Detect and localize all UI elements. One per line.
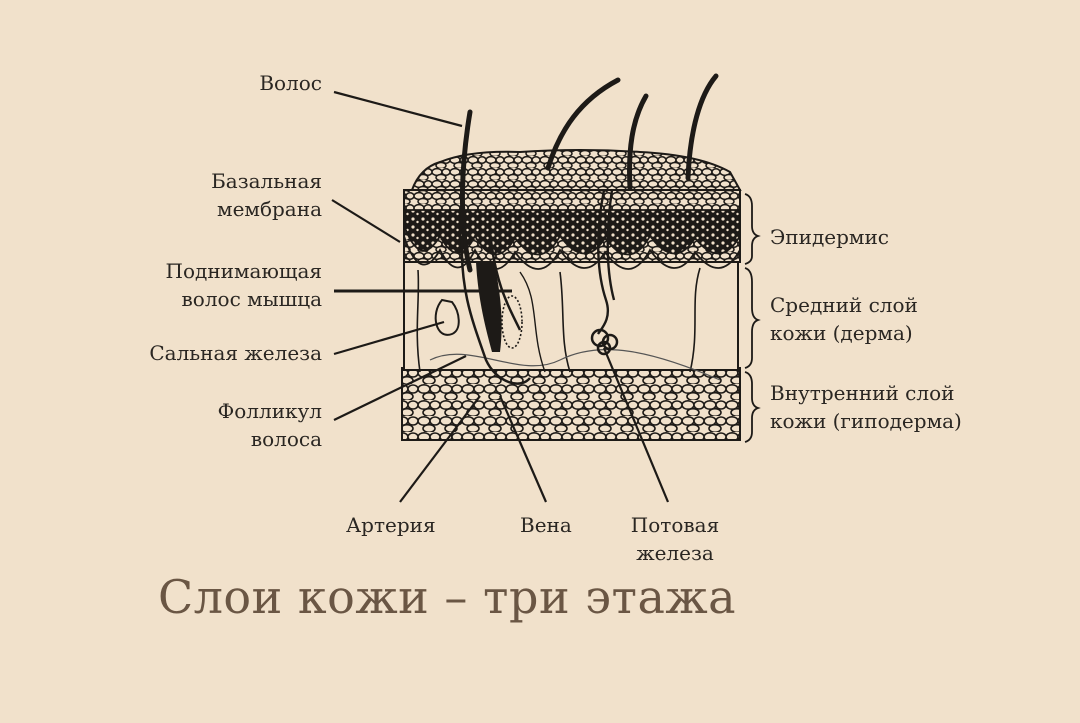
page-title: Слои кожи – три этажа	[158, 570, 737, 624]
label-follicle-2: волоса	[250, 427, 322, 451]
hair-shafts	[459, 73, 719, 273]
label-hypodermis-2: кожи (гиподерма)	[770, 409, 962, 433]
label-dermis-2: кожи (дерма)	[770, 321, 913, 345]
hypodermis-layer	[401, 367, 741, 441]
label-sebaceous: Сальная железа	[149, 341, 322, 365]
label-arrector-2: волос мышца	[181, 287, 322, 311]
label-sweat-2: железа	[636, 541, 714, 565]
label-artery: Артерия	[346, 513, 436, 537]
epidermis-layer	[403, 149, 742, 270]
label-epidermis: Эпидермис	[770, 225, 890, 249]
label-sweat-1: Потовая	[630, 513, 720, 537]
label-dermis-1: Средний слой	[770, 293, 918, 317]
label-follicle-1: Фолликул	[217, 399, 322, 423]
sebaceous-gland	[434, 298, 460, 336]
hair-follicle	[460, 231, 531, 385]
label-hair: Волос	[259, 71, 322, 95]
label-arrector-1: Поднимающая	[165, 259, 322, 283]
sweat-gland	[590, 189, 619, 356]
label-hypodermis-1: Внутренний слой	[770, 381, 955, 405]
label-vein: Вена	[520, 513, 572, 537]
label-basal-membrane-1: Базальная	[211, 169, 322, 193]
layer-braces	[744, 193, 761, 443]
dermis-layer	[403, 261, 739, 381]
leader-lines	[331, 90, 670, 503]
label-basal-membrane-2: мембрана	[217, 197, 322, 221]
